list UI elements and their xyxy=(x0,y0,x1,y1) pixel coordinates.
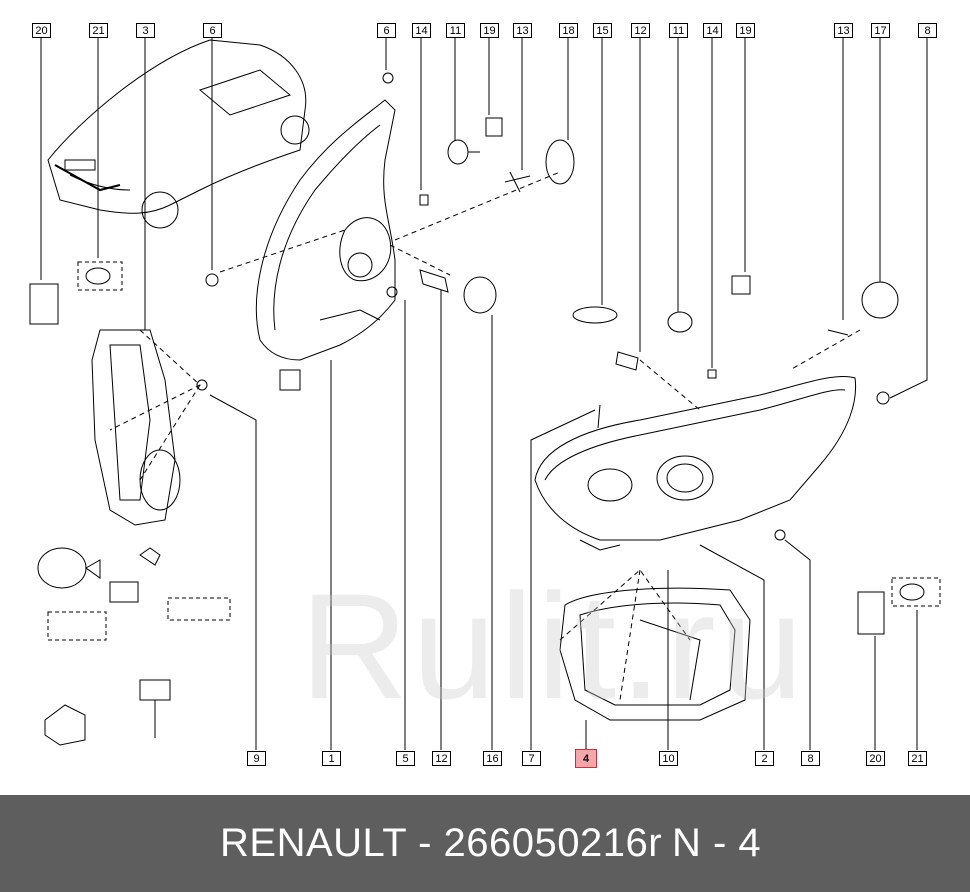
callout-top-8: 19 xyxy=(480,23,499,38)
headlamp-rear-view xyxy=(255,99,396,391)
bulbs-top xyxy=(205,72,575,287)
small-parts-bottom-right xyxy=(857,577,941,635)
leader-lines xyxy=(40,38,928,750)
callout-top-4: 6 xyxy=(203,23,222,38)
callout-bottom-3: 5 xyxy=(396,751,415,766)
callout-top-5: 6 xyxy=(377,23,396,38)
car-illustration xyxy=(47,39,310,229)
callout-bottom-1: 9 xyxy=(247,751,266,766)
callout-top-16: 13 xyxy=(834,23,853,38)
footer-bar: RENAULT - 266050216r N - 4 xyxy=(0,795,970,892)
callout-bottom-11: 20 xyxy=(866,751,885,766)
callout-top-6: 14 xyxy=(412,23,431,38)
guide-lines xyxy=(109,171,861,701)
callout-top-17: 17 xyxy=(871,23,890,38)
callout-bottom-12: 21 xyxy=(908,751,927,766)
callout-top-9: 13 xyxy=(513,23,532,38)
callout-top-10: 18 xyxy=(559,23,578,38)
headlamp-front-view xyxy=(534,376,857,551)
callout-bottom-2: 1 xyxy=(322,751,341,766)
callout-top-3: 3 xyxy=(136,23,155,38)
callout-bottom-4: 12 xyxy=(432,751,451,766)
callout-bottom-10: 8 xyxy=(801,751,820,766)
callout-bottom-8: 10 xyxy=(659,751,678,766)
callout-top-12: 12 xyxy=(631,23,650,38)
callout-top-11: 15 xyxy=(593,23,612,38)
callout-top-15: 19 xyxy=(736,23,755,38)
callout-top-14: 14 xyxy=(703,23,722,38)
callout-top-2: 21 xyxy=(89,23,108,38)
callout-bottom-9: 2 xyxy=(755,751,774,766)
callout-bottom-5: 16 xyxy=(483,751,502,766)
side-lamp-assembly xyxy=(91,329,208,526)
callout-top-18: 8 xyxy=(918,23,937,38)
parts-diagram xyxy=(29,38,941,750)
part-number-text: RENAULT - 266050216r xyxy=(220,821,663,865)
callout-top-7: 11 xyxy=(446,23,465,38)
callout-bottom-highlighted: 4 xyxy=(575,749,597,768)
callout-bottom-6: 7 xyxy=(522,751,541,766)
small-parts-bottom-left xyxy=(29,261,231,746)
fog-lamp-assembly xyxy=(559,587,751,721)
callout-number-text: N - 4 xyxy=(672,821,762,865)
callout-top-1: 20 xyxy=(32,23,51,38)
callout-top-13: 11 xyxy=(669,23,688,38)
lamp-holder-middle xyxy=(386,269,899,405)
